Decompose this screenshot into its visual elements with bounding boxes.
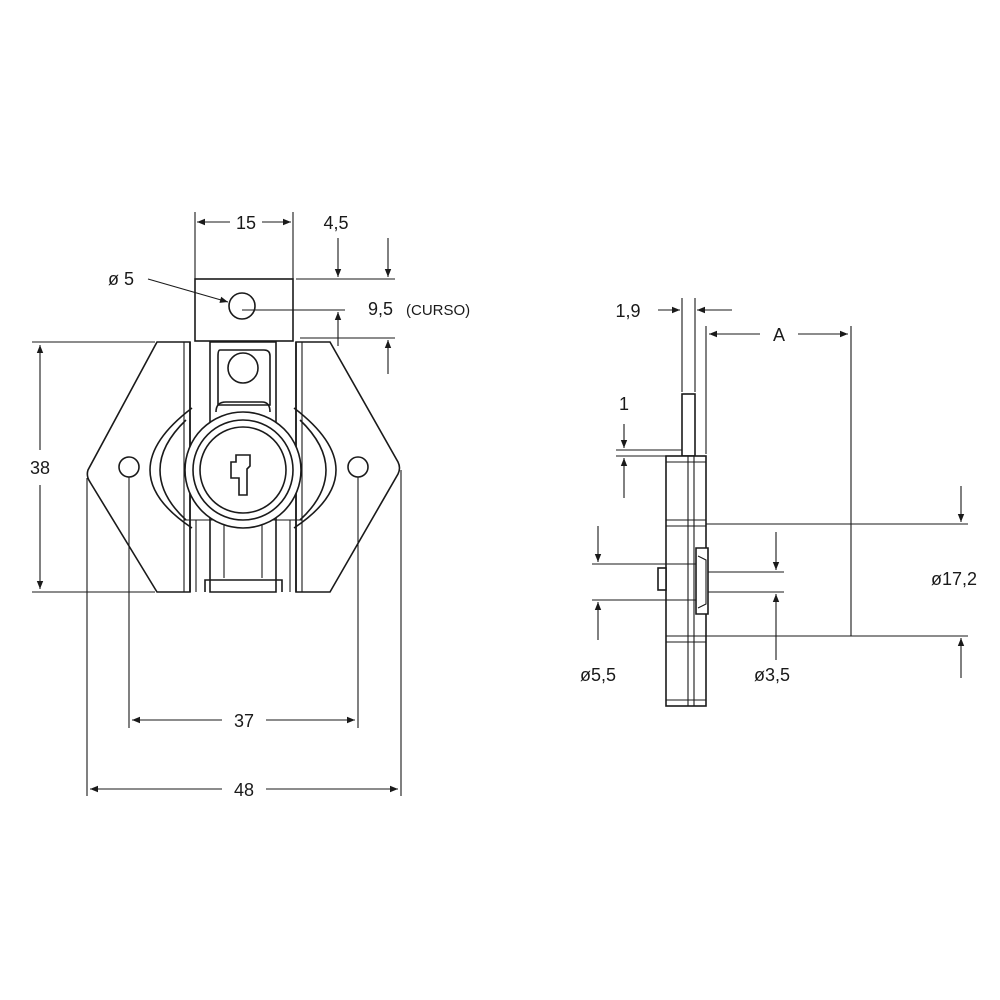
dim-38-label: 38: [30, 458, 50, 478]
keyway-icon: [230, 454, 251, 496]
dim-stroke-label: 9,5: [368, 299, 393, 319]
dim-A-label: A: [773, 325, 785, 345]
dim-1-label: 1: [619, 394, 629, 414]
key-cylinder-ring: [192, 419, 294, 521]
dim-48-label: 48: [234, 780, 254, 800]
dim-15-label: 15: [236, 213, 256, 233]
dim-4-5-label: 4,5: [323, 213, 348, 233]
side-dimensions: 1,9 A 1 ø17,2 ø5,5 ø3,5: [580, 298, 977, 685]
dim-small-diameter-label: ø3,5: [754, 665, 790, 685]
dim-37-label: 37: [234, 711, 254, 731]
side-cam: [695, 547, 709, 615]
key-cylinder-face: [199, 426, 287, 514]
dim-hole-diameter-label: ø 5: [108, 269, 134, 289]
dim-1-9-label: 1,9: [615, 301, 640, 321]
dim-pin-diameter-label: ø5,5: [580, 665, 616, 685]
side-view: [657, 393, 709, 707]
key-cylinder-outer: [184, 411, 302, 529]
side-pin: [657, 567, 667, 591]
dim-stroke-note: (CURSO): [406, 302, 470, 319]
bolt-inner-hole: [227, 352, 259, 384]
bolt-hole: [228, 292, 256, 320]
front-dimensions: 15 4,5 ø 5 9,5 (CURSO) 38 37 48: [30, 212, 470, 800]
front-view: [86, 278, 401, 593]
dim-body-diameter-label: ø17,2: [931, 569, 977, 589]
side-bolt-tongue: [681, 393, 696, 457]
